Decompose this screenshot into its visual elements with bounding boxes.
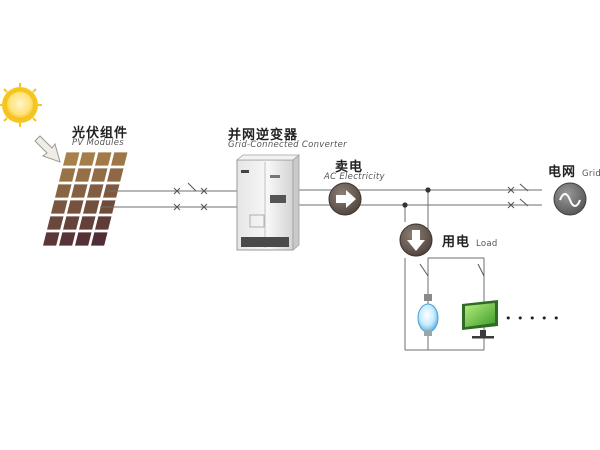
solar-cell bbox=[73, 167, 93, 183]
solar-cell bbox=[89, 231, 109, 247]
solar-cell bbox=[41, 231, 61, 247]
inverter-caption: Grid-Connected Converter bbox=[228, 140, 347, 150]
monitor-icon bbox=[462, 276, 498, 339]
solar-cell bbox=[53, 183, 73, 199]
arrow-icon bbox=[34, 135, 61, 163]
solar-cell bbox=[93, 151, 113, 167]
switch-icon bbox=[173, 182, 208, 211]
switch-icon bbox=[507, 183, 529, 209]
more-loads-dots: • • • • • bbox=[505, 312, 561, 325]
pv-modules-label: 光伏组件 bbox=[72, 126, 129, 141]
solar-cell bbox=[89, 167, 109, 183]
switch-icon bbox=[419, 263, 485, 277]
solar-cell bbox=[61, 151, 81, 167]
solar-cell bbox=[49, 199, 69, 215]
inverter-label: 并网逆变器 bbox=[228, 128, 299, 143]
solar-cell bbox=[73, 231, 93, 247]
solar-cell bbox=[77, 151, 97, 167]
solar-cell bbox=[45, 215, 65, 231]
sun-icon bbox=[0, 83, 42, 127]
load-caption: Load bbox=[476, 239, 498, 249]
solar-cell bbox=[57, 167, 77, 183]
sell-electricity-caption: AC Electricity bbox=[324, 172, 385, 182]
inverter-cabinet-icon bbox=[235, 154, 301, 251]
solar-cell bbox=[109, 151, 129, 167]
solar-cell bbox=[81, 199, 101, 215]
solar-cell bbox=[69, 183, 89, 199]
solar-cell bbox=[77, 215, 97, 231]
ac-sine-icon bbox=[553, 182, 587, 216]
sell-electricity-label: 卖电 bbox=[335, 160, 364, 175]
light-bulb-icon bbox=[417, 276, 439, 336]
pv-modules-caption: PV Modules bbox=[72, 138, 124, 148]
junction-dots bbox=[402, 187, 431, 208]
solar-panel-array bbox=[41, 151, 129, 247]
solar-cell bbox=[85, 183, 105, 199]
solar-cell bbox=[93, 215, 113, 231]
solar-cell bbox=[61, 215, 81, 231]
solar-cell bbox=[65, 199, 85, 215]
solar-cell bbox=[57, 231, 77, 247]
right-arrow-circle-icon bbox=[328, 182, 362, 216]
solar-cell bbox=[105, 167, 125, 183]
down-arrow-circle-icon bbox=[399, 223, 433, 257]
grid-caption: Grid bbox=[582, 169, 600, 179]
